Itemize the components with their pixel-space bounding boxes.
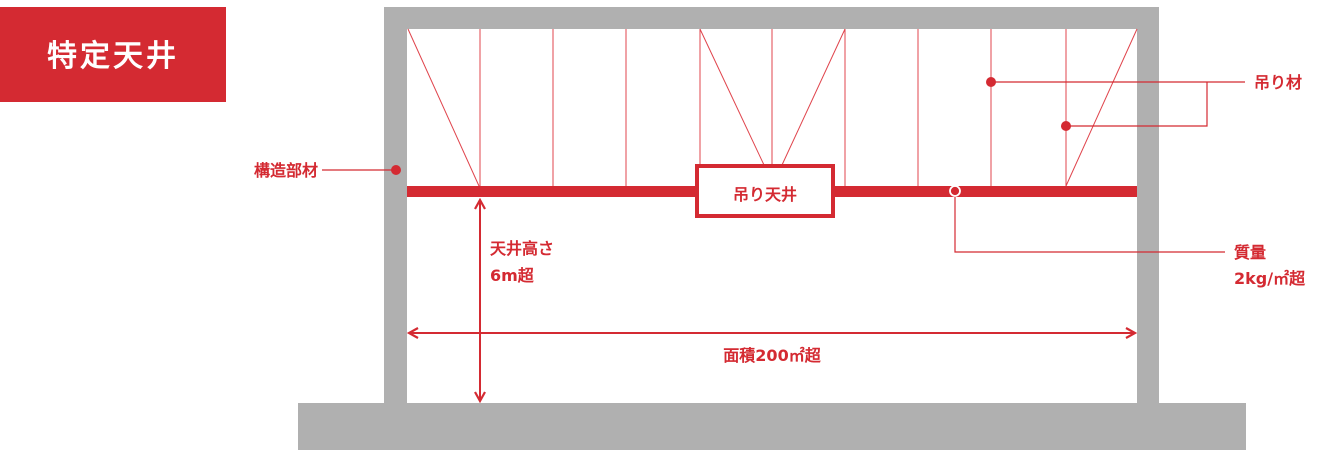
hangers	[407, 28, 1138, 187]
brace	[1065, 28, 1138, 187]
suspended-ceiling-label: 吊り天井	[733, 185, 797, 204]
structural-member-marker	[391, 165, 401, 175]
ceiling-height-title: 天井高さ	[490, 239, 554, 258]
roof-slab	[384, 7, 1159, 29]
ceiling-height-value: 6m超	[490, 266, 535, 285]
mass-marker	[949, 185, 961, 197]
hanger-marker	[1061, 121, 1071, 131]
brace	[407, 28, 480, 187]
structural-member-label: 構造部材	[254, 161, 318, 180]
area-label: 面積200㎡超	[723, 346, 821, 365]
brace	[699, 28, 765, 166]
mass-value: 2kg/㎡超	[1234, 269, 1306, 288]
hanger-marker	[986, 77, 996, 87]
building-structure	[298, 7, 1246, 450]
title-badge-label: 特定天井	[47, 39, 179, 74]
title-badge	[0, 7, 226, 102]
right-wall	[1137, 7, 1159, 404]
mass-title: 質量	[1234, 243, 1266, 262]
floor-slab	[298, 403, 1246, 450]
suspended-ceiling-box	[695, 164, 835, 218]
hanger-label: 吊り材	[1254, 73, 1302, 92]
left-wall	[384, 7, 407, 404]
brace	[781, 28, 846, 166]
